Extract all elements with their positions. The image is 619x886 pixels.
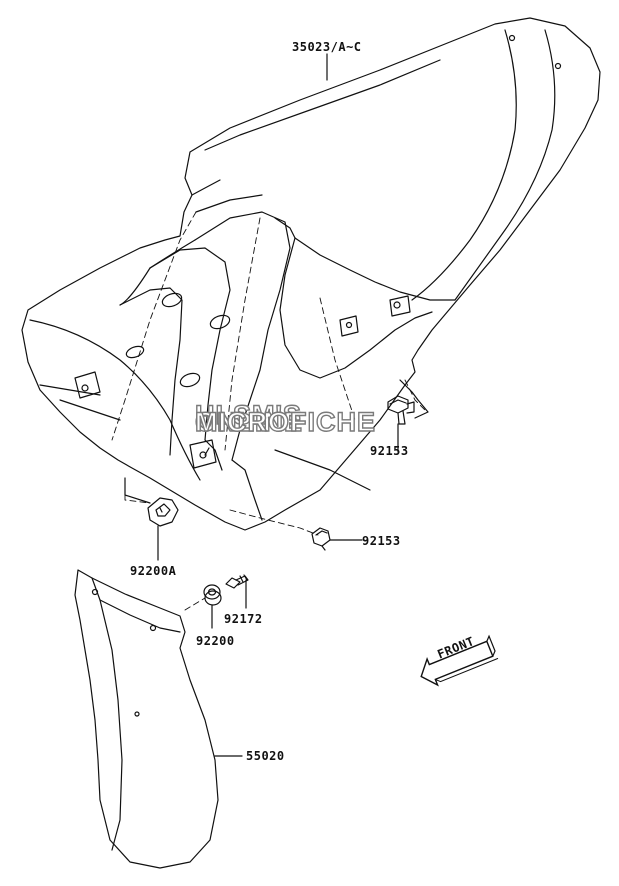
part-label-92200: 92200 [196, 634, 235, 648]
watermark-line-3: MICROFICHE [194, 406, 376, 437]
bolt-92153-lower [311, 527, 331, 551]
collar-92200 [203, 584, 222, 606]
rear-fender-35023 [21, 17, 601, 531]
guide-bracket [124, 477, 151, 504]
assembly-guide-lines [111, 211, 426, 611]
watermark-line-1: HLSM'S [194, 399, 302, 430]
part-label-92172: 92172 [224, 612, 263, 626]
grommet-92200A [147, 497, 179, 527]
mud-flap-55020 [74, 569, 219, 869]
bolt-92153-upper-guide [399, 379, 429, 419]
screw-92172 [225, 574, 249, 589]
watermark-line-2: ONLINE [194, 406, 304, 437]
part-label-92153-upper: 92153 [370, 444, 409, 458]
part-label-35023: 35023/A~C [292, 40, 362, 54]
front-arrow-icon [420, 634, 499, 687]
part-label-92153-lower: 92153 [362, 534, 401, 548]
part-label-92200A: 92200A [130, 564, 177, 578]
part-label-55020: 55020 [246, 749, 285, 763]
bolt-92153-upper [387, 395, 415, 425]
